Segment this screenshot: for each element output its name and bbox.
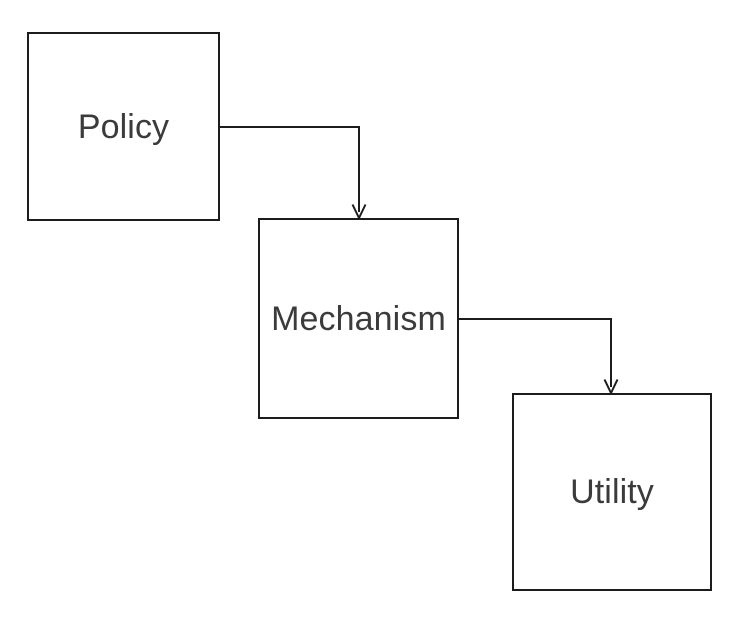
node-utility-label: Utility — [570, 473, 654, 511]
edge-mechanism-to-utility-path — [459, 318, 612, 387]
edge-policy-to-mechanism[interactable] — [220, 126, 367, 221]
node-policy[interactable]: Policy — [27, 32, 220, 221]
node-policy-label: Policy — [77, 107, 170, 146]
edge-policy-to-mechanism-path — [220, 126, 360, 212]
node-utility[interactable]: Utility — [512, 393, 712, 591]
edge-mechanism-to-utility[interactable] — [459, 318, 619, 396]
node-mechanism-label: Mechanism — [271, 299, 446, 338]
node-mechanism[interactable]: Mechanism — [258, 218, 459, 419]
